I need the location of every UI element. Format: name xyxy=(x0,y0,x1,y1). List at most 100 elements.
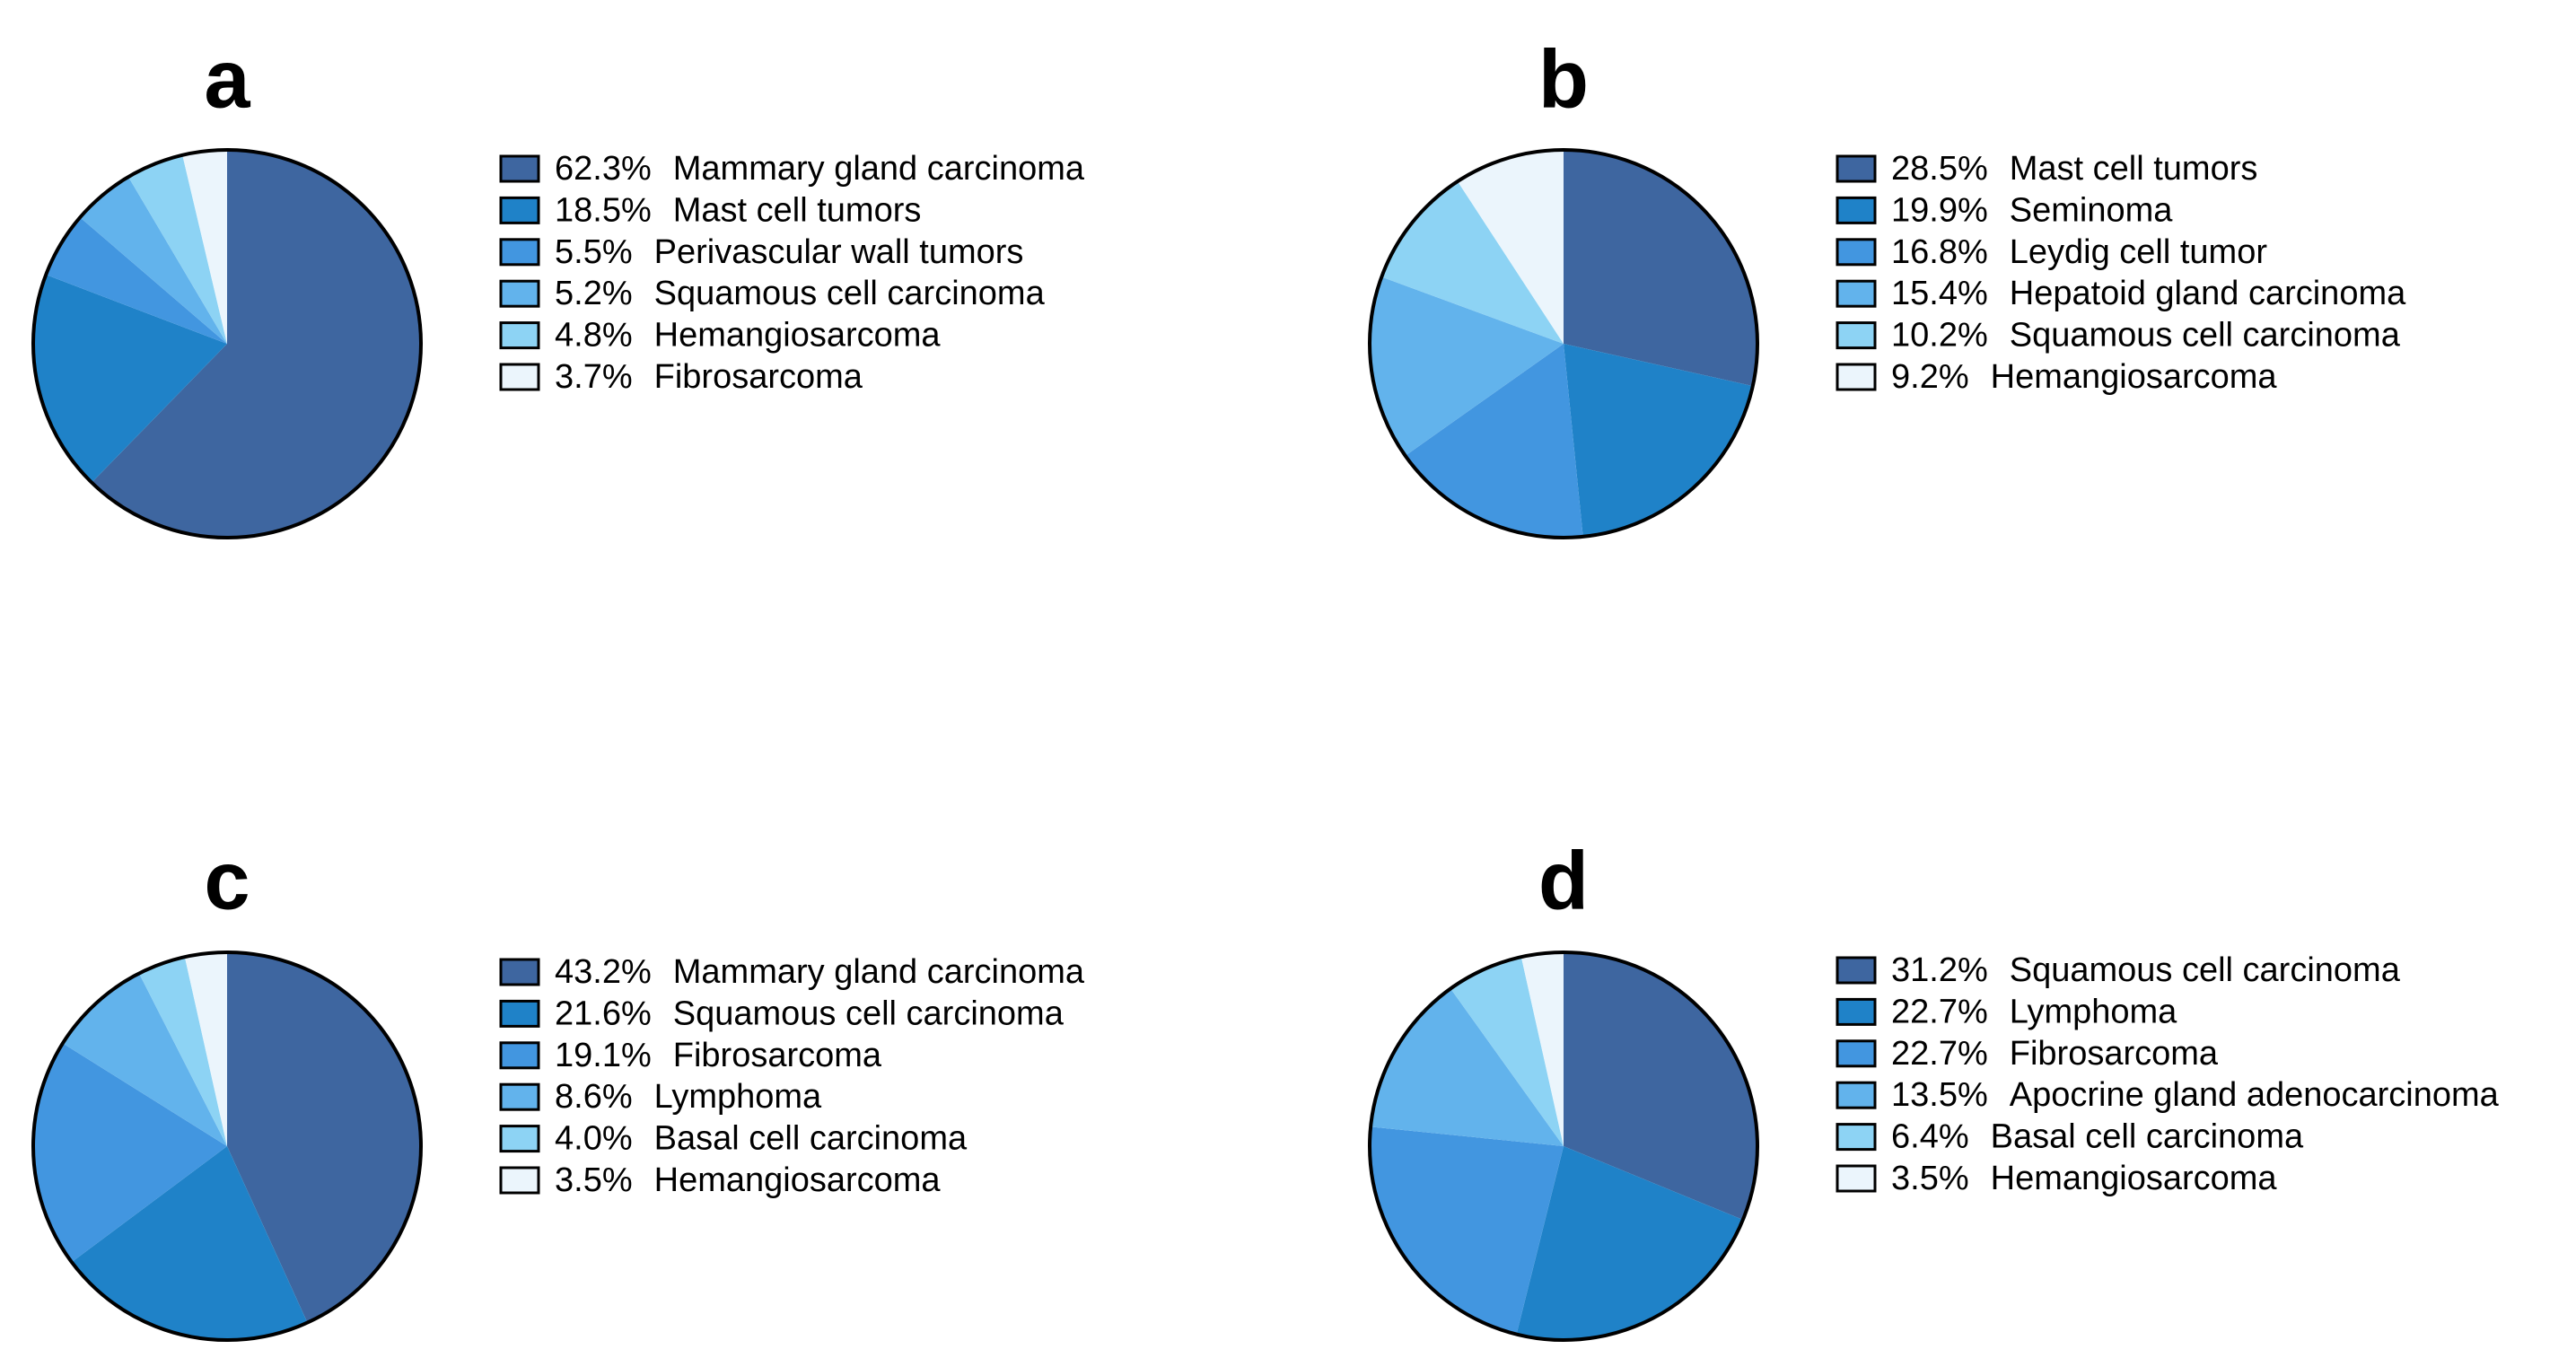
legend-entry: 6.4%Basal cell carcinoma xyxy=(1836,1118,2304,1156)
pie-slice xyxy=(138,957,227,1146)
legend-percent: 5.2% xyxy=(555,275,633,312)
legend: 43.2% Mammary gland carcinoma 21.6% Squamou… xyxy=(499,953,1085,1199)
legend-swatch xyxy=(499,1125,540,1153)
pie-outline xyxy=(1368,148,1759,539)
legend-swatch xyxy=(499,1041,540,1070)
legend-percent: 6.4% xyxy=(1891,1118,1969,1156)
legend-swatch xyxy=(1836,321,1877,350)
panel-letter: a xyxy=(204,33,250,125)
pie-slice xyxy=(1450,957,1564,1146)
legend-percent: 21.6% xyxy=(555,994,652,1032)
legend-percent: 31.2% xyxy=(1891,951,1988,989)
legend-label: Mammary gland carcinoma xyxy=(673,953,1085,991)
pie-slice xyxy=(1371,988,1564,1146)
legend-swatch xyxy=(499,238,540,267)
pie-slice xyxy=(227,952,421,1323)
legend-entry: 18.5%Mast cell tumors xyxy=(499,191,922,229)
pie-slice xyxy=(182,150,227,344)
legend-label: Hepatoid gland carcinoma xyxy=(2010,275,2406,312)
legend-entry: 5.2% Squamous cell carcinoma xyxy=(499,275,1046,312)
legend-swatch xyxy=(1836,1123,1877,1152)
legend-swatch xyxy=(1836,997,1877,1026)
panel-letter: b xyxy=(1538,33,1589,125)
legend-label: Squamous cell carcinoma xyxy=(654,275,1046,312)
legend-entry: 4.0%Basal cell carcinoma xyxy=(499,1120,968,1158)
legend-swatch xyxy=(499,999,540,1028)
pie xyxy=(31,951,423,1342)
legend-percent: 4.0% xyxy=(555,1120,633,1158)
pie-slice xyxy=(1369,1126,1564,1335)
pie-slice xyxy=(80,177,227,344)
legend-swatch xyxy=(499,154,540,183)
legend-percent: 22.7% xyxy=(1891,1035,1988,1073)
legend-percent: 8.6% xyxy=(555,1078,633,1116)
legend-label: Mast cell tumors xyxy=(673,191,922,229)
pie-slice xyxy=(32,275,227,483)
legend-label: Lymphoma xyxy=(2010,993,2177,1030)
legend-swatch xyxy=(499,196,540,224)
legend-entry: 9.2% Hemangiosarcoma xyxy=(1836,358,2278,396)
legend-percent: 3.5% xyxy=(1891,1160,1969,1197)
legend-percent: 28.5% xyxy=(1891,150,1988,188)
legend-percent: 19.1% xyxy=(555,1037,652,1074)
legend-swatch xyxy=(1836,363,1877,391)
legend-percent: 62.3% xyxy=(555,150,652,188)
panel-b: b 28.5%Mast cell tumors19.9%Seminoma16.8%… xyxy=(1368,33,2406,539)
pie xyxy=(31,148,423,539)
legend-percent: 19.9% xyxy=(1891,191,1988,229)
legend-label: Hemangiosarcoma xyxy=(1991,358,2278,396)
legend-swatch xyxy=(1836,238,1877,267)
legend-percent: 9.2% xyxy=(1891,358,1969,396)
legend-percent: 15.4% xyxy=(1891,275,1988,312)
legend-label: Apocrine gland adenocarcinoma xyxy=(2010,1076,2500,1114)
legend-swatch xyxy=(499,1082,540,1111)
pie-slice xyxy=(62,973,228,1146)
legend-label: Fibrosarcoma xyxy=(654,358,863,396)
legend-entry: 15.4% Hepatoid gland carcinoma xyxy=(1836,275,2406,312)
legend-entry: 3.5%Hemangiosarcoma xyxy=(1836,1160,2277,1197)
legend-percent: 43.2% xyxy=(555,953,652,991)
legend-swatch xyxy=(1836,279,1877,308)
legend-swatch xyxy=(499,279,540,308)
panel-d: d 31.2%Squamous cell carcinoma 22.7% Lympho… xyxy=(1368,835,2500,1342)
legend-swatch xyxy=(1836,196,1877,224)
pie-slice xyxy=(92,149,422,538)
pie-outline xyxy=(31,148,423,539)
legend-entry: 10.2% Squamous cell carcinoma xyxy=(1836,317,2401,355)
legend: 28.5%Mast cell tumors19.9%Seminoma16.8%L… xyxy=(1836,150,2406,396)
pie-outline xyxy=(1368,951,1759,1342)
legend-entry: 31.2%Squamous cell carcinoma xyxy=(1836,951,2401,989)
legend-label: Fibrosarcoma xyxy=(673,1037,882,1074)
pie-slice xyxy=(71,1146,308,1341)
panel-letter: d xyxy=(1538,835,1589,926)
legend-label: Leydig cell tumor xyxy=(2010,233,2268,271)
legend-swatch xyxy=(1836,1039,1877,1068)
legend-swatch xyxy=(1836,956,1877,985)
legend-percent: 3.5% xyxy=(555,1161,633,1199)
legend-label: Perivascular wall tumors xyxy=(654,233,1024,271)
legend-entry: 43.2% Mammary gland carcinoma xyxy=(499,953,1085,991)
legend-label: Fibrosarcoma xyxy=(2010,1035,2219,1073)
pie-slice xyxy=(1564,344,1753,537)
legend-swatch xyxy=(499,1166,540,1195)
pie-slice xyxy=(1405,344,1583,539)
legend-entry: 16.8%Leydig cell tumor xyxy=(1836,233,2268,271)
legend-swatch xyxy=(1836,1164,1877,1193)
pie-outline xyxy=(31,951,423,1342)
legend-entry: 22.7% Fibrosarcoma xyxy=(1836,1035,2219,1073)
pie-slice xyxy=(1520,952,1564,1146)
legend-label: Mammary gland carcinoma xyxy=(673,150,1085,188)
pie xyxy=(1368,951,1759,1342)
legend-label: Squamous cell carcinoma xyxy=(673,994,1065,1032)
pie-slice xyxy=(1564,150,1758,387)
pie-slice xyxy=(1381,181,1564,344)
legend-swatch xyxy=(499,363,540,391)
legend-percent: 5.5% xyxy=(555,233,633,271)
legend-percent: 4.8% xyxy=(555,317,633,355)
legend-entry: 13.5%Apocrine gland adenocarcinoma xyxy=(1836,1076,2500,1114)
legend-label: Squamous cell carcinoma xyxy=(2010,317,2401,355)
legend-label: Hemangiosarcoma xyxy=(654,1161,942,1199)
legend-percent: 10.2% xyxy=(1891,317,1988,355)
